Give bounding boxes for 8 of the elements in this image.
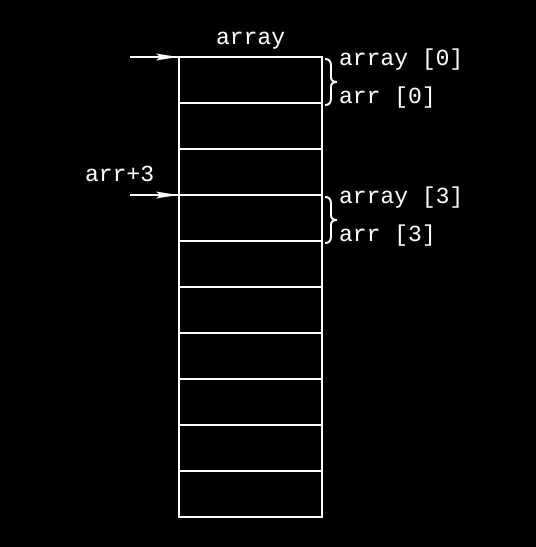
arrow [130, 192, 178, 198]
element-label: arr [3] [339, 223, 436, 247]
arrow [130, 54, 178, 60]
element-label: arr [0] [339, 85, 436, 109]
element-label: array [3] [339, 185, 464, 209]
array-name: array [216, 26, 285, 50]
edge-label: arr+3 [84, 163, 154, 187]
element-label: array [0] [339, 47, 464, 71]
